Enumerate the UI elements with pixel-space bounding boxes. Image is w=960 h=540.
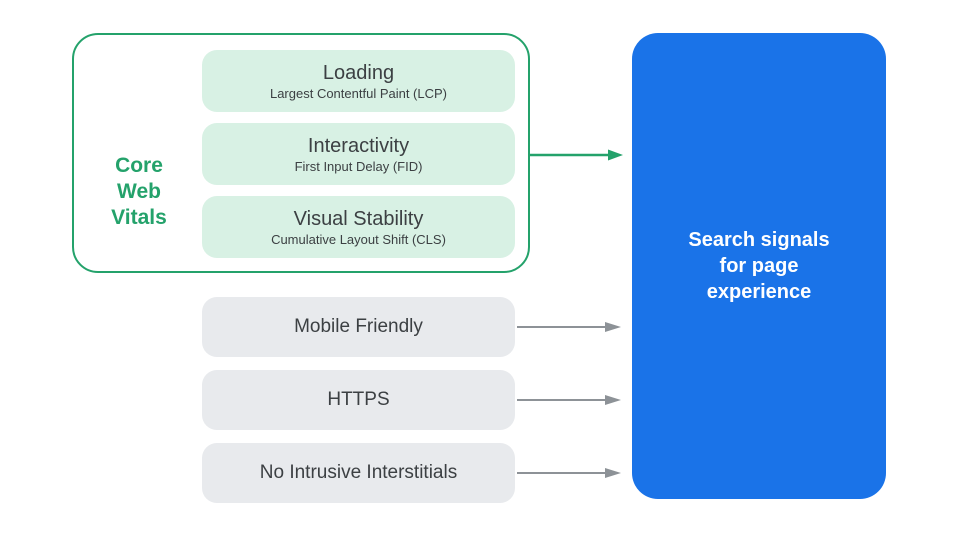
signal-https-label: HTTPS [327, 389, 390, 410]
cwv-item-loading-title: Loading [322, 61, 395, 84]
search-signals-label-line: Search signals [688, 229, 830, 251]
signal-no-intrusive-interstitials-label: No Intrusive Interstitials [259, 462, 458, 483]
cwv-item-interactivity-subtitle: First Input Delay (FID) [294, 158, 423, 174]
arrow-no-intrusive-interstitials-icon [517, 468, 621, 478]
arrow-mobile-friendly-icon [517, 322, 621, 332]
signal-https: HTTPS [202, 370, 515, 430]
core-web-vitals-label-line: Core [115, 154, 163, 177]
core-web-vitals-label-line: Web [117, 180, 161, 203]
cwv-item-visual-stability-subtitle: Cumulative Layout Shift (CLS) [271, 231, 446, 247]
signal-mobile-friendly: Mobile Friendly [202, 297, 515, 357]
core-web-vitals-label-line: Vitals [111, 206, 167, 229]
arrow-https-icon [517, 395, 621, 405]
cwv-item-loading-subtitle: Largest Contentful Paint (LCP) [269, 85, 448, 101]
cwv-item-visual-stability-title: Visual Stability [293, 207, 424, 230]
cwv-item-interactivity: Interactivity First Input Delay (FID) [202, 123, 515, 185]
signal-mobile-friendly-label: Mobile Friendly [294, 316, 423, 337]
cwv-item-loading: Loading Largest Contentful Paint (LCP) [202, 50, 515, 112]
cwv-item-interactivity-title: Interactivity [307, 134, 410, 157]
search-signals-label-line: for page [719, 255, 799, 277]
cwv-item-visual-stability: Visual Stability Cumulative Layout Shift… [202, 196, 515, 258]
arrow-core-web-vitals-icon [530, 149, 623, 161]
search-signals-label: Search signals for page experience [688, 227, 829, 305]
search-signals-label-line: experience [706, 281, 812, 303]
signal-no-intrusive-interstitials: No Intrusive Interstitials [202, 443, 515, 503]
core-web-vitals-label: Core Web Vitals [74, 153, 204, 231]
search-signals-box: Search signals for page experience [632, 33, 886, 499]
